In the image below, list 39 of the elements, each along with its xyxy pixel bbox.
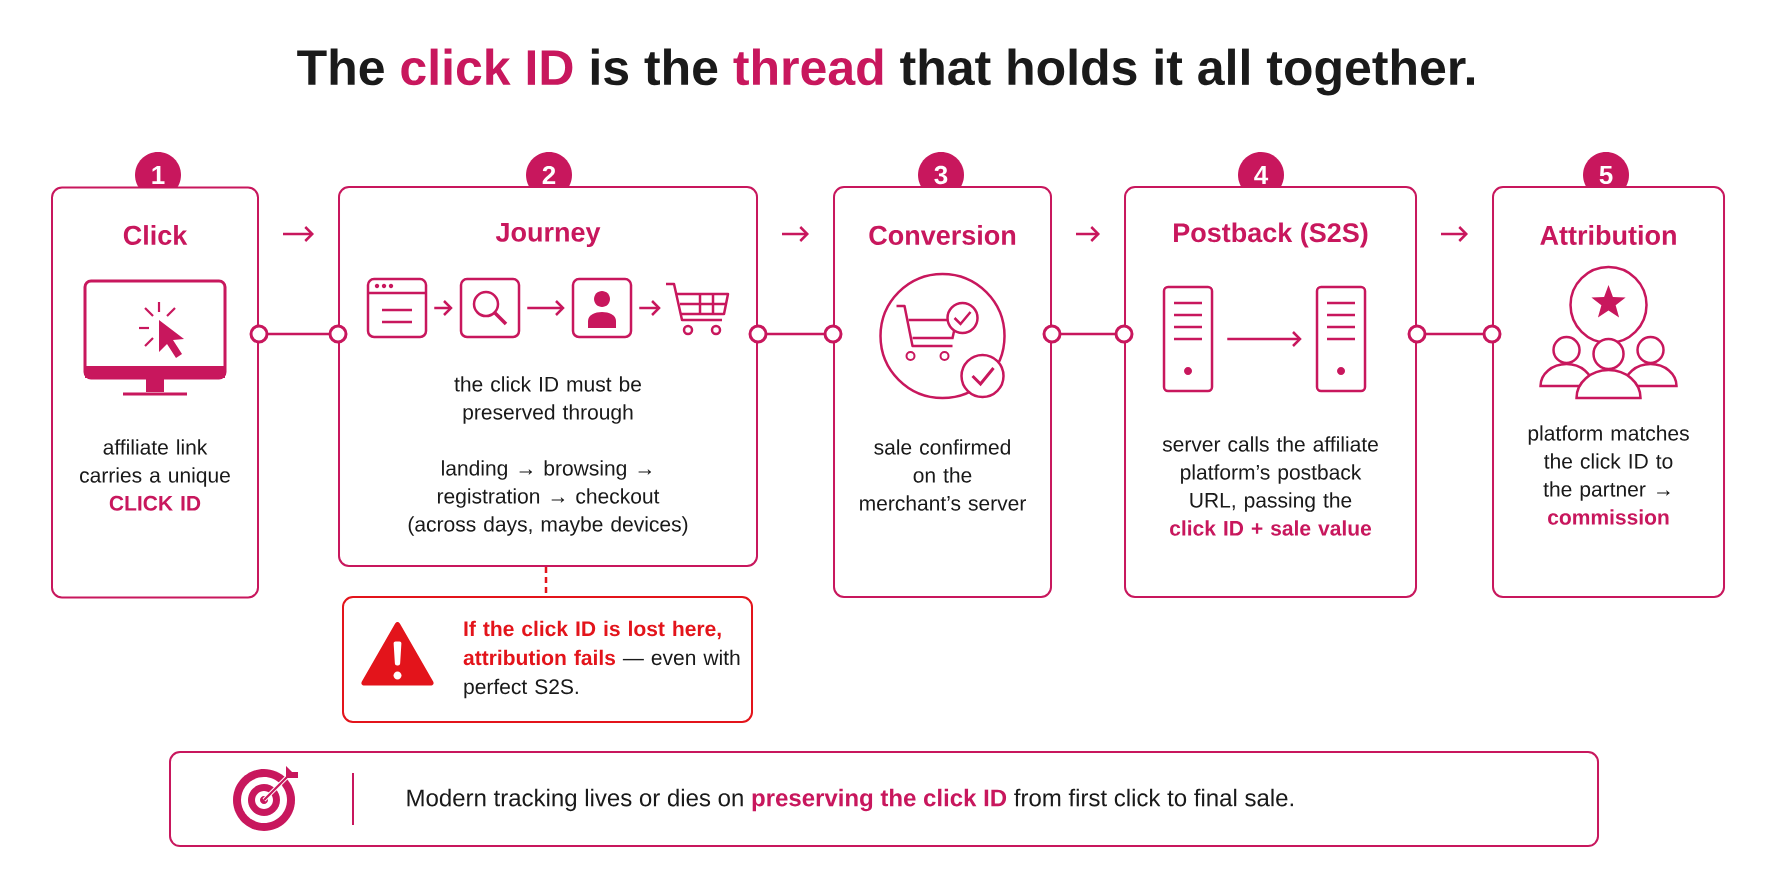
step-description: sale confirmed on the merchant’s server: [860, 439, 1026, 511]
step-description: platform matches the click ID to the partner → commission: [1528, 425, 1689, 525]
step-title: Attribution: [1540, 225, 1676, 245]
server-icon: [1315, 285, 1367, 393]
summary-banner: [169, 751, 1599, 847]
server-icon: [1162, 285, 1214, 393]
step-description: affiliate link carries a unique CLICK ID: [80, 439, 230, 511]
summary-text: Modern tracking lives or dies on preserving the click ID from first click to final sale.: [407, 788, 1293, 812]
search-icon: [459, 277, 521, 339]
step-description: server calls the affiliate platform’s postback URL, passing the click ID + sale value: [1162, 436, 1378, 536]
step-card: [51, 186, 259, 599]
arrow: [1227, 331, 1302, 347]
arrow: [639, 300, 661, 316]
step-title: Journey: [495, 222, 601, 248]
connector-line: [1407, 324, 1502, 344]
step-title: Click: [123, 225, 188, 245]
connector-line: [249, 324, 348, 344]
arrow: [1441, 226, 1468, 242]
browser-icon: [366, 277, 428, 339]
step-card: [1492, 186, 1725, 598]
arrow: [782, 226, 809, 242]
warning-message: If the click ID is lost here, attribution fails — even with perfect S2S.: [463, 620, 740, 699]
step-title: Postback (S2S): [1174, 222, 1368, 248]
step-title: Conversion: [869, 225, 1016, 245]
title: The click ID is the thread that holds it all together.: [297, 48, 1474, 96]
step-card: [833, 186, 1052, 598]
warning-card: [342, 596, 753, 723]
arrow: [434, 300, 453, 316]
step-description: the click ID must be preserved through: [454, 376, 641, 424]
arrow: [1076, 226, 1100, 242]
arrow: [283, 226, 314, 242]
step-description: landing → browsing → registration → checkout (across days, maybe devices): [408, 460, 688, 536]
step-card: [1124, 186, 1417, 598]
arrow: [527, 300, 565, 316]
user-icon: [571, 277, 633, 339]
step-card: [338, 186, 758, 567]
connector-line: [1042, 324, 1134, 344]
connector-line: [544, 567, 548, 596]
connector-line: [748, 324, 843, 344]
